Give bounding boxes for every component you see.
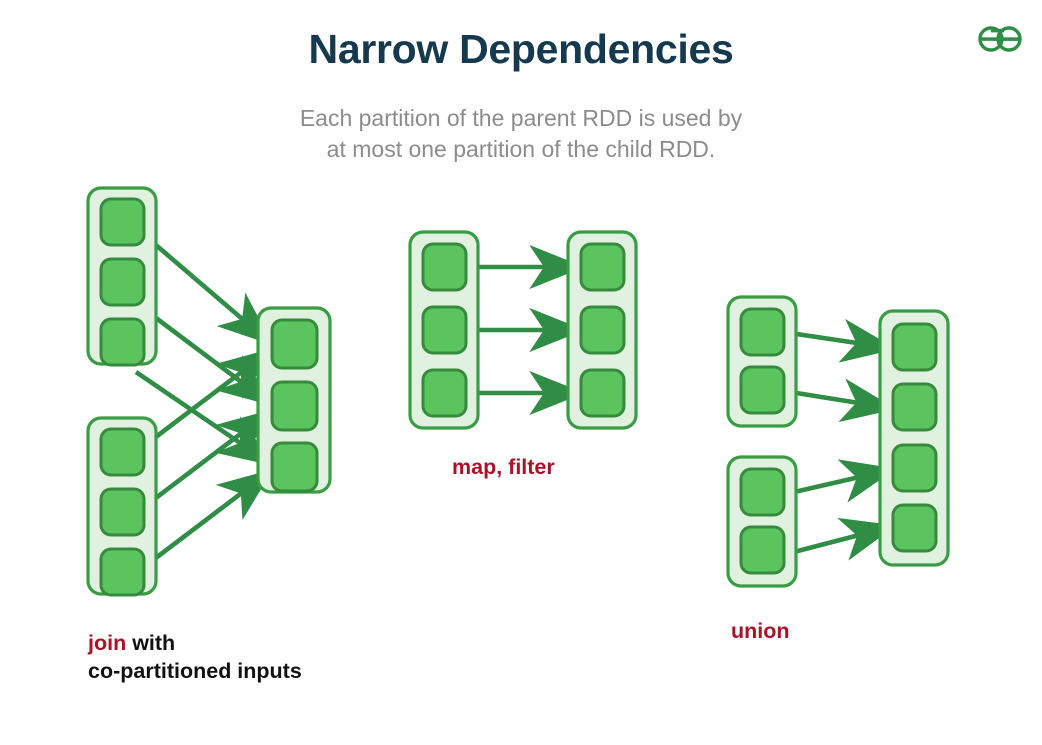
- map-filter-example: [408, 230, 638, 430]
- partition: [579, 305, 626, 355]
- union-example: [726, 295, 950, 588]
- operation-name-union: union: [731, 619, 790, 643]
- join-edges: [134, 226, 274, 575]
- union-parent-rdd-a: [726, 295, 798, 428]
- join-parent-rdd-b: [86, 416, 158, 597]
- partition: [739, 467, 786, 517]
- union-edges: [789, 318, 897, 561]
- caption-join: join with co-partitioned inputs: [88, 629, 302, 685]
- union-child-rdd: [878, 309, 950, 567]
- caption-join-line-2: co-partitioned inputs: [88, 659, 302, 683]
- partition: [739, 307, 786, 357]
- edge-pB1-c3: [789, 517, 897, 561]
- subtitle-line-2: at most one partition of the child RDD.: [326, 136, 716, 162]
- operation-name-map-filter: map, filter: [452, 455, 555, 479]
- partition: [270, 380, 319, 432]
- map-filter-child-rdd: [566, 230, 638, 430]
- partition: [270, 441, 319, 493]
- partition: [99, 197, 146, 247]
- partition: [421, 368, 468, 418]
- caption-join-rest: with: [126, 631, 176, 655]
- partition: [99, 547, 146, 597]
- page-title: Narrow Dependencies: [308, 26, 734, 72]
- edge-pB0-c0: [134, 348, 274, 454]
- map-filter-parent-rdd: [408, 230, 480, 430]
- partition: [891, 322, 938, 372]
- geeksforgeeks-logo: [972, 19, 1028, 59]
- partition: [739, 365, 786, 415]
- partition: [270, 318, 319, 370]
- edge-pB0-c2: [789, 459, 897, 503]
- caption-union: union: [731, 617, 790, 645]
- partition: [421, 242, 468, 292]
- partition: [421, 305, 468, 355]
- subtitle-line-1: Each partition of the parent RDD is used…: [299, 105, 743, 131]
- partition: [99, 487, 146, 537]
- union-parent-rdd-b: [726, 455, 798, 588]
- caption-map-filter: map, filter: [452, 453, 555, 481]
- edge-pB1-c1: [134, 409, 274, 515]
- partition: [99, 257, 146, 307]
- partition: [891, 443, 938, 493]
- page-subtitle: Each partition of the parent RDD is used…: [0, 103, 1042, 165]
- join-child-rdd: [256, 306, 332, 494]
- partition: [99, 317, 146, 367]
- join-parent-rdd-a: [86, 186, 158, 367]
- partition: [891, 503, 938, 553]
- edge-pA0-c0: [134, 226, 273, 346]
- operation-name-join: join: [88, 631, 127, 655]
- edge-pA1-c1: [789, 378, 897, 423]
- partition: [739, 525, 786, 575]
- edge-pB2-c2: [134, 469, 274, 575]
- caption-join-line-1: join with: [88, 629, 302, 657]
- partition: [891, 382, 938, 432]
- partition: [579, 368, 626, 418]
- join-example: [86, 186, 332, 597]
- edge-pA0-c0: [789, 318, 897, 363]
- partition: [99, 427, 146, 477]
- partition: [579, 242, 626, 292]
